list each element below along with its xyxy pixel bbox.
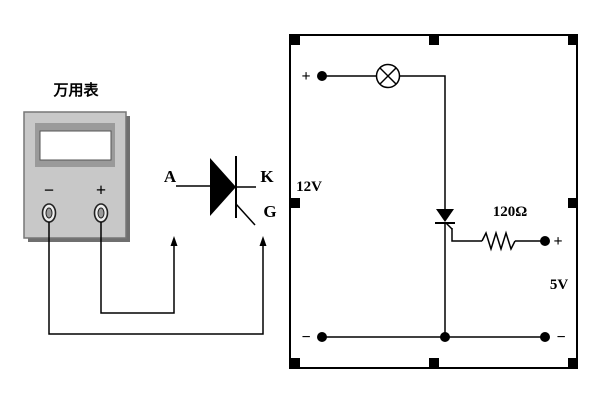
aux-plus-terminal[interactable] xyxy=(540,236,550,246)
multimeter-minus-terminal[interactable] xyxy=(41,203,57,223)
junction-node xyxy=(440,332,450,342)
plus-lead-arrow xyxy=(170,236,178,246)
multimeter-plus-label: + xyxy=(96,180,106,200)
thyristor-symbol: A K G xyxy=(164,156,277,226)
board-terminals xyxy=(317,71,550,342)
corner-square xyxy=(568,358,578,368)
supply-voltage-label: 12V xyxy=(296,179,322,195)
supply-plus-label: + xyxy=(301,68,310,85)
board-mounting-squares xyxy=(290,35,578,368)
gate-lead xyxy=(235,203,256,226)
circuit-board: + − 12V 120Ω + 5V − xyxy=(289,34,578,369)
aux-plus-label: + xyxy=(553,233,562,250)
plus-lead xyxy=(100,222,175,314)
lead-arrows xyxy=(170,236,267,246)
test-leads xyxy=(48,222,264,335)
board-frame xyxy=(289,34,578,369)
corner-square xyxy=(429,35,439,45)
minus-lead xyxy=(48,222,264,335)
wire-lamp-to-scr xyxy=(400,75,446,209)
cathode-label: K xyxy=(260,167,274,186)
corner-square xyxy=(290,35,300,45)
corner-square xyxy=(568,198,578,208)
corner-square xyxy=(290,198,300,208)
minus-lead-arrow xyxy=(259,236,267,246)
anode-label: A xyxy=(164,167,177,186)
supply-plus-terminal[interactable] xyxy=(317,71,327,81)
resistor-label: 120Ω xyxy=(493,204,528,220)
aux-minus-label: − xyxy=(556,329,565,346)
corner-square xyxy=(568,35,578,45)
board-scr-symbol xyxy=(435,209,455,230)
multimeter-plus-terminal[interactable] xyxy=(93,203,109,223)
gate-label: G xyxy=(263,202,276,221)
aux-voltage-label: 5V xyxy=(550,277,569,293)
aux-minus-terminal[interactable] xyxy=(540,332,550,342)
multimeter-screen xyxy=(39,130,112,161)
thyristor-triangle xyxy=(210,158,236,216)
multimeter-title: 万用表 xyxy=(52,81,99,99)
wire-gate xyxy=(451,228,482,242)
multimeter: 万用表 − + xyxy=(23,81,130,242)
supply-minus-terminal[interactable] xyxy=(317,332,327,342)
board-wires xyxy=(322,75,545,338)
corner-square xyxy=(290,358,300,368)
corner-square xyxy=(429,358,439,368)
lamp-symbol xyxy=(375,63,401,89)
supply-minus-label: − xyxy=(301,329,310,346)
resistor-zigzag xyxy=(481,230,516,252)
multimeter-minus-label: − xyxy=(44,180,54,200)
